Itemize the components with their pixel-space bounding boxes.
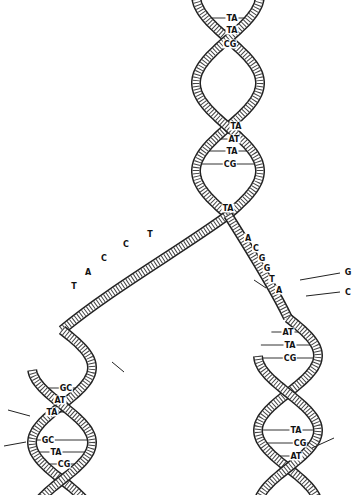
strand-ribbon <box>62 215 228 330</box>
strand-ribbon <box>228 215 288 318</box>
base-pair-label: TA <box>225 26 238 35</box>
strand-ribbon <box>196 0 260 214</box>
base-pair-label: TA <box>225 14 238 23</box>
strand-ribbon <box>32 330 92 495</box>
base-label: G <box>344 268 353 277</box>
strand-ribbon <box>258 318 318 495</box>
base-label: C <box>100 254 108 263</box>
base-pair-label: CG <box>57 460 71 469</box>
strand-ribbon <box>32 330 92 495</box>
base-label: G <box>258 254 267 263</box>
strand-ribbon <box>228 215 288 318</box>
base-pair-label: TA <box>289 426 302 435</box>
helix-strands <box>32 0 318 495</box>
base-pair-label: AT <box>289 452 302 461</box>
strand-ribbon <box>228 215 288 318</box>
base-pair-label: CG <box>283 354 297 363</box>
base-label: T <box>70 282 77 291</box>
strand-ribbon <box>258 356 318 495</box>
base-pair-label: GC <box>59 384 73 393</box>
base-label: C <box>122 240 130 249</box>
base-pair-label: CG <box>223 160 237 169</box>
strand-ribbon <box>258 356 318 495</box>
strand-ribbon <box>32 370 92 495</box>
base-pair-label: CG <box>293 439 307 448</box>
base-pair-label: TA <box>49 448 62 457</box>
strand-ribbon <box>196 0 260 214</box>
base-pair-label: AT <box>227 135 240 144</box>
base-label: C <box>252 244 260 253</box>
base-label: A <box>84 268 92 277</box>
base-label: T <box>146 230 153 239</box>
base-pair-label: AT <box>281 328 294 337</box>
base-pair-label: AT <box>53 396 66 405</box>
strand-ribbon <box>32 370 92 495</box>
strand-ribbon <box>258 318 318 495</box>
base-label: C <box>344 288 352 297</box>
strand-ribbon <box>32 370 92 495</box>
strand-ribbon <box>196 0 260 214</box>
base-pair-label: CG <box>223 40 237 49</box>
base-label: A <box>275 286 283 295</box>
strand-ribbon <box>62 215 228 330</box>
base-pair-label: TA <box>283 341 296 350</box>
base-label: G <box>263 264 272 273</box>
base-pair-label: TA <box>225 147 238 156</box>
strand-ribbon <box>32 330 92 495</box>
strand-ribbon <box>196 0 260 214</box>
base-pair-label: TA <box>45 408 58 417</box>
strand-ribbon <box>196 0 260 214</box>
base-label: T <box>268 275 275 284</box>
base-pair-rung <box>258 430 318 431</box>
base-pair-label: GC <box>41 436 55 445</box>
strand-ribbon <box>258 356 318 495</box>
strand-ribbon <box>258 318 318 495</box>
base-pair-label: TA <box>229 122 242 131</box>
base-label: A <box>244 234 252 243</box>
base-label: TA <box>221 204 234 213</box>
strand-ribbon <box>62 215 228 330</box>
leader-lines <box>4 273 340 448</box>
strand-ribbon <box>196 0 260 214</box>
